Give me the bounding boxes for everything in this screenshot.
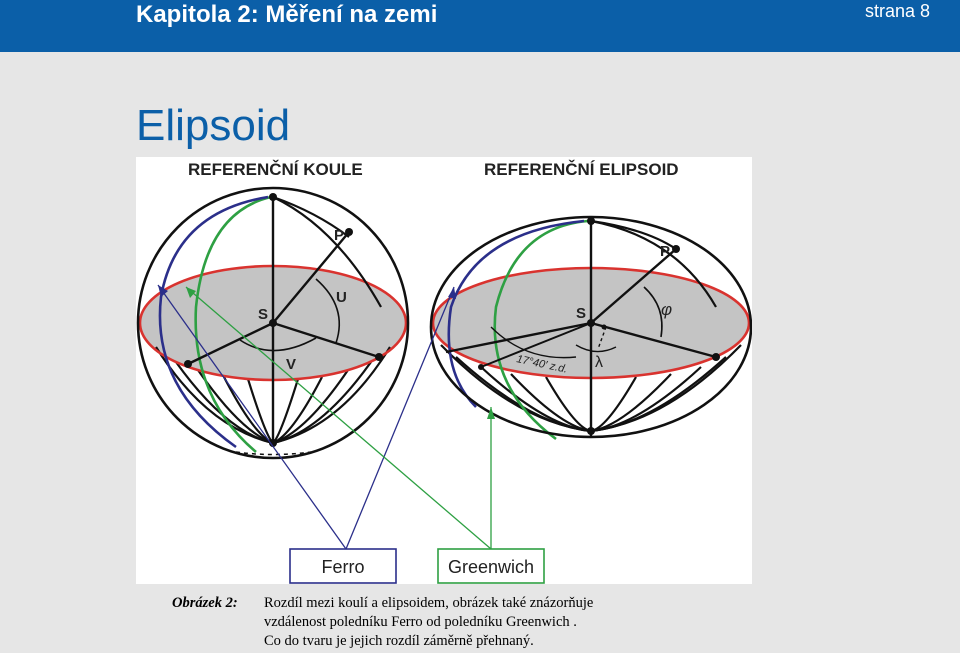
sphere-ferro-meridian xyxy=(158,195,269,449)
sphere-label-s: S xyxy=(258,306,268,323)
slide-title: Elipsoid xyxy=(136,101,291,150)
caption-line-3: Co do tvaru je jejich rozdíl záměrně pře… xyxy=(264,633,534,649)
sphere-greenwich-meridian xyxy=(194,195,272,453)
caption-line-1: Rozdíl mezi koulí a elipsoidem, obrázek … xyxy=(264,595,594,611)
ferro-label: Ferro xyxy=(321,557,364,577)
ellipsoid-ferro-meridian xyxy=(447,219,585,408)
heading-reference-ellipsoid: REFERENČNÍ ELIPSOID xyxy=(484,160,679,179)
ellipsoid-label-p: P xyxy=(660,243,670,260)
sphere-outline xyxy=(136,186,410,460)
caption-label: Obrázek 2: xyxy=(172,595,238,611)
figure-sphere-vs-ellipsoid: REFERENČNÍ KOULE REFERENČNÍ ELIPSOID xyxy=(136,157,752,584)
ellipsoid-label-s: S xyxy=(576,305,586,322)
sphere-label-v: V xyxy=(286,356,296,373)
chapter-title: Kapitola 2: Měření na zemi xyxy=(136,1,438,28)
figure-caption: Obrázek 2: Rozdíl mezi koulí a elipsoidem… xyxy=(172,594,593,651)
sphere-label-u: U xyxy=(336,289,347,306)
reference-sphere: S P U V xyxy=(136,186,410,460)
caption-line-2: vzdálenost poledníku Ferro od poledníku … xyxy=(264,614,577,630)
greenwich-label-box xyxy=(437,548,545,584)
ellipsoid-greenwich-meridian xyxy=(493,219,589,441)
greenwich-label: Greenwich xyxy=(448,557,534,577)
heading-reference-sphere: REFERENČNÍ KOULE xyxy=(188,160,363,179)
reference-ellipsoid: S P φ λ 17°40′ z.d. xyxy=(429,215,752,441)
header-bar: Kapitola 2: Měření na zemi strana 8 xyxy=(0,0,960,52)
ellipsoid-label-phi: φ xyxy=(661,300,672,319)
ferro-label-box xyxy=(289,548,397,584)
sphere-label-p: P xyxy=(334,227,344,244)
ellipsoid-label-lambda: λ xyxy=(595,354,603,371)
page-number: strana 8 xyxy=(864,1,930,21)
